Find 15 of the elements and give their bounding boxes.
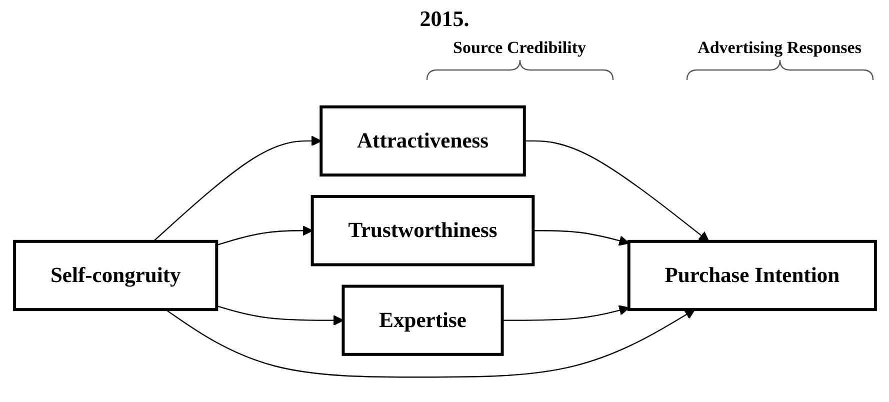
arrow	[216, 305, 344, 326]
arrow	[502, 305, 629, 321]
group-heading: Advertising Responses	[698, 38, 862, 58]
node-box: Trustworthiness	[310, 195, 534, 266]
node-box: Purchase Intention	[626, 240, 876, 312]
arrow	[152, 136, 322, 242]
arrow	[164, 309, 695, 378]
node-box: Expertise	[341, 284, 504, 356]
node-box: Self-congruity	[12, 240, 218, 312]
title: 2015.	[420, 6, 470, 32]
arrow	[524, 140, 709, 242]
node-box: Attractiveness	[319, 105, 526, 177]
arrow	[532, 230, 629, 246]
arrow	[216, 225, 312, 246]
group-heading: Source Credibility	[452, 38, 586, 58]
